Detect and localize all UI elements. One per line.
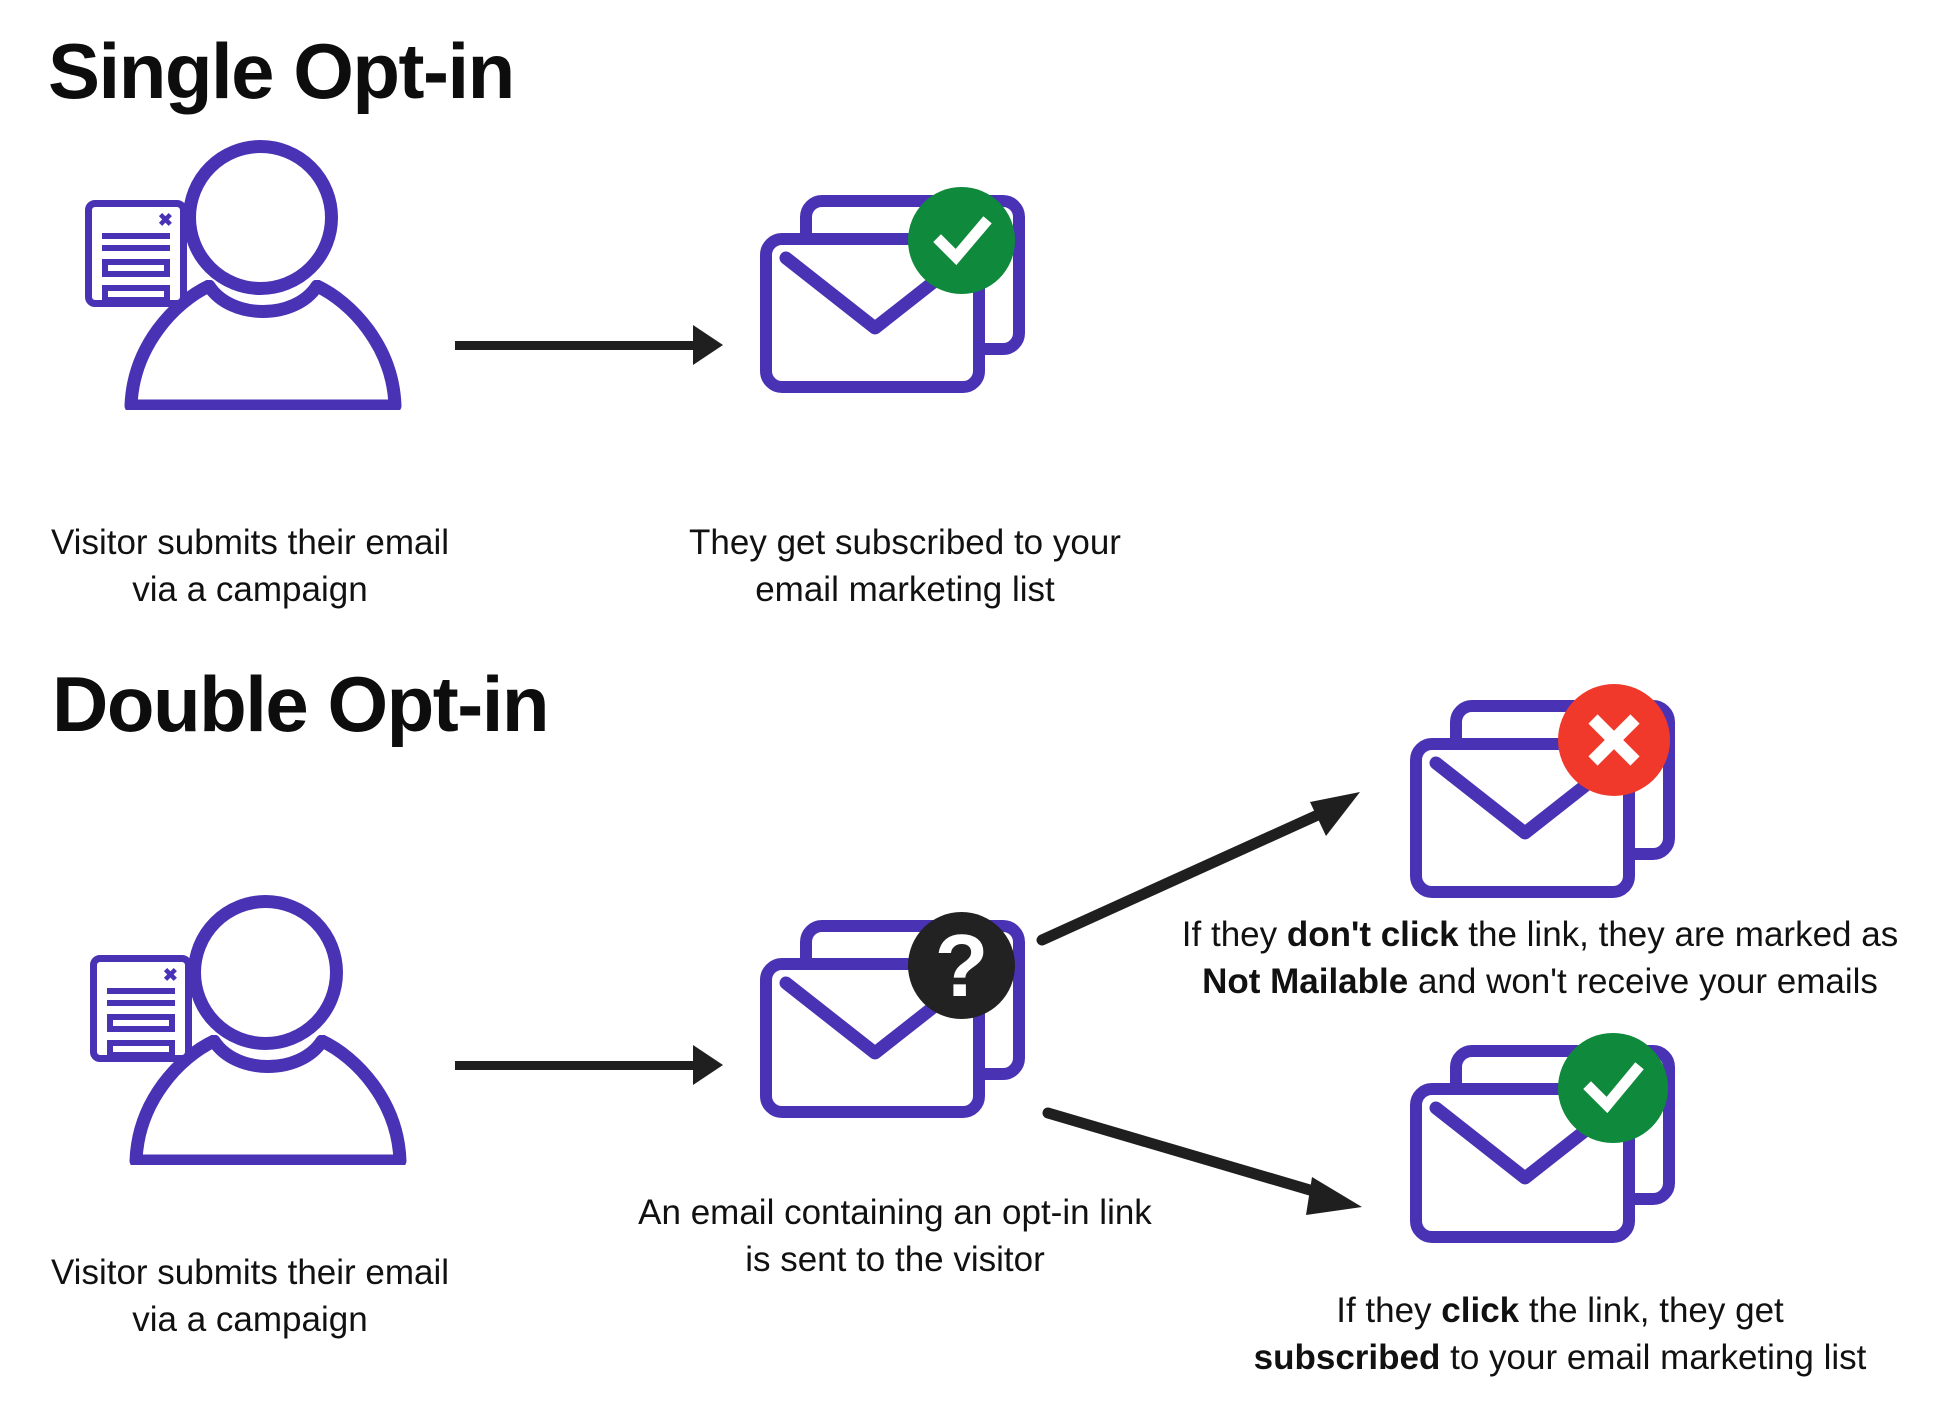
envelope-stack-icon-not-mailable	[1410, 684, 1700, 905]
person-with-form-icon-double: ✖	[90, 895, 407, 1165]
arrow-visitor-to-optin-email	[455, 1045, 725, 1085]
caption-subscribed-single: They get subscribed to your email marketi…	[620, 520, 1190, 614]
caption-line-2-post: to your email marketing list	[1440, 1337, 1867, 1377]
caption-line-1: They get subscribed to your	[689, 523, 1121, 562]
caption-line-1-bold: click	[1441, 1291, 1520, 1330]
arrow-head	[693, 1045, 723, 1085]
caption-line-2-post: and won't receive your emails	[1408, 961, 1878, 1001]
caption-line-1-bold: don't click	[1286, 915, 1459, 954]
arrow-visitor-to-subscribed	[455, 325, 725, 365]
form-input-field	[106, 1014, 176, 1032]
caption-line-1: An email containing an opt-in link	[638, 1193, 1152, 1232]
caption-line-1-post: the link, they get	[1519, 1291, 1784, 1330]
form-input-field	[101, 285, 171, 303]
section-title-double-optin: Double Opt-in	[52, 660, 550, 748]
form-input-field	[101, 259, 171, 277]
signup-form-icon: ✖	[90, 955, 192, 1062]
caption-line-2: is sent to the visitor	[745, 1239, 1045, 1279]
question-mark-icon: ?	[934, 915, 989, 1015]
check-icon	[1583, 1062, 1644, 1114]
caption-line-1: Visitor submits their email	[50, 1253, 450, 1292]
envelope-stack-icon-subscribed-double	[1410, 1033, 1700, 1250]
caption-subscribed-double: If they click the link, they get subscrib…	[1180, 1288, 1937, 1382]
caption-line-2-bold: subscribed	[1253, 1337, 1441, 1377]
form-text-line	[106, 988, 176, 994]
question-badge: ?	[908, 912, 1015, 1019]
arrow-shaft	[455, 1060, 695, 1070]
form-text-line	[106, 1000, 176, 1006]
form-text-line	[101, 233, 171, 239]
caption-line-2: via a campaign	[132, 569, 368, 609]
caption-line-2: email marketing list	[755, 569, 1055, 609]
person-body-icon	[129, 1035, 407, 1165]
caption-line-1-pre: If they	[1336, 1291, 1442, 1330]
caption-optin-email: An email containing an opt-in link is sen…	[570, 1190, 1220, 1284]
form-close-x-icon: ✖	[157, 210, 173, 230]
caption-line-1-post: the link, they are marked as	[1458, 915, 1899, 954]
check-icon	[932, 215, 992, 265]
arrow-shaft	[455, 340, 695, 350]
arrow-head	[693, 325, 723, 365]
caption-line-1: Visitor submits their email	[50, 523, 450, 562]
person-body-icon	[124, 280, 402, 410]
cross-badge	[1558, 684, 1670, 796]
arrow-branch-up-not-mailable	[1036, 792, 1360, 946]
envelope-stack-icon-subscribed-single	[760, 187, 1050, 400]
section-title-single-optin: Single Opt-in	[48, 27, 515, 115]
envelope-stack-icon-optin-email: ?	[760, 912, 1050, 1125]
caption-visitor-double: Visitor submits their email via a campaig…	[40, 1250, 460, 1344]
person-with-form-icon-single: ✖	[85, 140, 402, 410]
form-input-field	[106, 1040, 176, 1058]
caption-line-1-pre: If they	[1181, 915, 1287, 954]
caption-visitor-single: Visitor submits their email via a campaig…	[40, 520, 460, 614]
arrow-branch-down-subscribed	[1042, 1107, 1362, 1215]
caption-line-2: via a campaign	[132, 1299, 368, 1339]
form-text-line	[101, 245, 171, 251]
signup-form-icon: ✖	[85, 200, 187, 307]
person-head-icon	[188, 895, 343, 1050]
caption-line-2-bold: Not Mailable	[1202, 961, 1409, 1001]
check-badge	[1558, 1033, 1668, 1143]
form-close-x-icon: ✖	[162, 965, 178, 985]
caption-not-mailable: If they don't click the link, they are m…	[1140, 912, 1937, 1006]
person-head-icon	[183, 140, 338, 295]
cross-icon	[1588, 714, 1640, 766]
check-badge	[908, 187, 1015, 294]
